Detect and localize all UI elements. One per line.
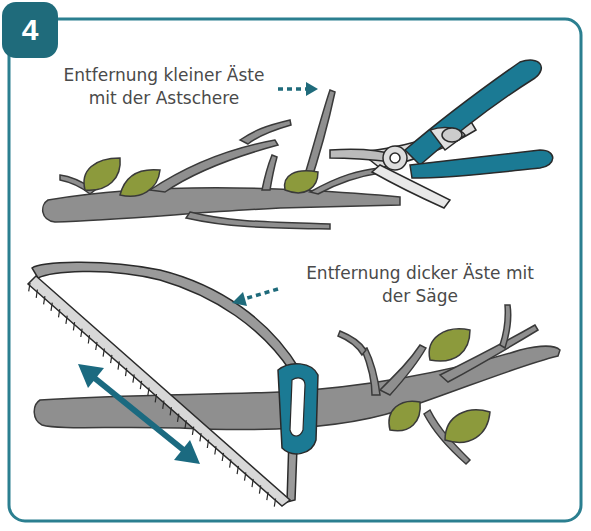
caption-label: Entfernung dicker Äste mit der Säge — [300, 262, 540, 308]
saw-teeth — [29, 283, 276, 507]
caption-label: Entfernung kleiner Äste mit der Astscher… — [48, 64, 280, 110]
callout-number: 4 — [22, 13, 39, 47]
step-badge: 4 — [2, 2, 58, 58]
